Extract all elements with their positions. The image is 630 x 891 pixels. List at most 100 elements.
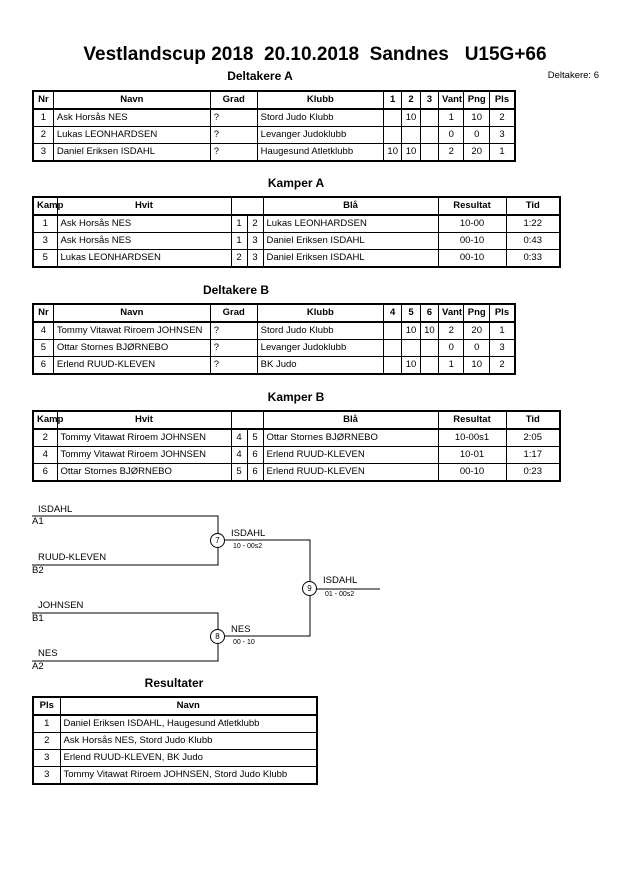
cell-nr: 6 — [32, 356, 54, 375]
table-row: 4 Tommy Vitawat Riroem JOHNSEN 4 6 Erlen… — [32, 446, 561, 464]
col-opp-4: 4 — [383, 303, 403, 323]
table-row: 2 Lukas LEONHARDSEN ? Levanger Judoklubb… — [32, 126, 516, 144]
participant-count: Deltakere: 6 — [547, 70, 599, 81]
deltakere-b-heading: Deltakere B — [202, 283, 270, 297]
bracket-match-score: 01 - 00s2 — [325, 591, 355, 598]
col-hvit: Hvit — [56, 196, 232, 216]
col-pls: Pls — [488, 303, 516, 323]
match-number-node: 8 — [210, 629, 225, 644]
cell-pls: 1 — [32, 714, 61, 733]
cell-score: 10 — [401, 143, 421, 162]
cell-tid: 0:33 — [505, 249, 561, 268]
col-opp-1: 1 — [383, 90, 403, 110]
bracket-entrant-seed: B2 — [32, 565, 44, 576]
cell-pls: 3 — [488, 126, 516, 144]
col-opp-2: 2 — [401, 90, 421, 110]
cell-hvit: Ask Horsås NES — [56, 232, 232, 250]
table-header-row: Nr Navn Grad Klubb 4 5 6 Vant Png Pls — [32, 303, 516, 323]
table-row: 1 Ask Horsås NES ? Stord Judo Klubb 10 1… — [32, 108, 516, 127]
col-klubb: Klubb — [256, 90, 385, 110]
cell-navn: Tommy Vitawat Riroem JOHNSEN, Stord Judo… — [59, 766, 318, 785]
cell-bla: Erlend RUUD-KLEVEN — [262, 463, 439, 482]
cell-nr: 2 — [32, 126, 54, 144]
kamper-a-heading: Kamper A — [267, 176, 325, 190]
cell-tid: 2:05 — [505, 428, 561, 447]
col-resultat: Resultat — [437, 196, 507, 216]
cell-navn: Ask Horsås NES, Stord Judo Klubb — [59, 732, 318, 750]
cell-tid: 1:17 — [505, 446, 561, 464]
cell-pls: 1 — [488, 143, 516, 162]
cell-score: 10 — [401, 356, 421, 375]
deltakere-a-table: Nr Navn Grad Klubb 1 2 3 Vant Png Pls 1 … — [32, 90, 516, 162]
deltakere-b-table: Nr Navn Grad Klubb 4 5 6 Vant Png Pls 4 … — [32, 303, 516, 375]
col-pls: Pls — [488, 90, 516, 110]
table-row: 3 Erlend RUUD-KLEVEN, BK Judo — [32, 749, 318, 767]
cell-nr: 3 — [32, 143, 54, 162]
cell-resultat: 00-10 — [437, 232, 507, 250]
cell-score: 10 — [401, 108, 421, 127]
col-navn: Navn — [52, 90, 211, 110]
table-header-row: Kamp Hvit Blå Resultat Tid — [32, 410, 561, 430]
kamper-b-heading: Kamper B — [267, 390, 325, 404]
match-number-node: 9 — [302, 581, 317, 596]
kamper-a-table: Kamp Hvit Blå Resultat Tid 1 Ask Horsås … — [32, 196, 561, 268]
cell-kamp: 3 — [32, 232, 58, 250]
col-hvit-nr — [230, 410, 247, 430]
cell-navn: Lukas LEONHARDSEN — [52, 126, 211, 144]
cell-navn: Daniel Eriksen ISDAHL — [52, 143, 211, 162]
cell-tid: 0:43 — [505, 232, 561, 250]
cell-hvit: Lukas LEONHARDSEN — [56, 249, 232, 268]
cell-grad: ? — [209, 339, 258, 357]
cell-tid: 0:23 — [505, 463, 561, 482]
resultater-heading: Resultater — [144, 676, 204, 690]
table-row: 1 Daniel Eriksen ISDAHL, Haugesund Atlet… — [32, 714, 318, 733]
col-opp-6: 6 — [419, 303, 440, 323]
table-row: 2 Tommy Vitawat Riroem JOHNSEN 4 5 Ottar… — [32, 428, 561, 447]
cell-resultat: 00-10 — [437, 249, 507, 268]
cell-pls: 2 — [488, 356, 516, 375]
col-klubb: Klubb — [256, 303, 385, 323]
col-pls: Pls — [32, 696, 61, 716]
bracket-entrant-name: ISDAHL — [38, 504, 73, 515]
bracket-match-winner: ISDAHL — [231, 528, 266, 539]
cell-navn: Erlend RUUD-KLEVEN, BK Judo — [59, 749, 318, 767]
cell-klubb: Haugesund Atletklubb — [256, 143, 385, 162]
col-grad: Grad — [209, 303, 258, 323]
col-tid: Tid — [505, 410, 561, 430]
match-number-node: 7 — [210, 533, 225, 548]
bracket-entrant-seed: A2 — [32, 661, 44, 672]
deltakere-a-heading: Deltakere A — [227, 69, 293, 83]
col-opp-5: 5 — [401, 303, 421, 323]
col-navn: Navn — [52, 303, 211, 323]
table-header-row: Pls Navn — [32, 696, 318, 716]
cell-pls: 3 — [488, 339, 516, 357]
bracket-entrant-name: RUUD-KLEVEN — [38, 552, 107, 563]
bracket-entrant-seed: A1 — [32, 516, 44, 527]
cell-png: 20 — [463, 143, 490, 162]
cell-navn: Ottar Stornes BJØRNEBO — [52, 339, 211, 357]
cell-bla: Erlend RUUD-KLEVEN — [262, 446, 439, 464]
cell-resultat: 10-01 — [437, 446, 507, 464]
table-row: 6 Erlend RUUD-KLEVEN ? BK Judo 10 1 10 2 — [32, 356, 516, 375]
cell-score — [383, 126, 403, 144]
bracket-entrant-name: JOHNSEN — [38, 600, 84, 611]
table-row: 5 Lukas LEONHARDSEN 2 3 Daniel Eriksen I… — [32, 249, 561, 268]
cell-pls: 3 — [32, 766, 61, 785]
cell-nr: 4 — [32, 321, 54, 340]
table-row: 3 Ask Horsås NES 1 3 Daniel Eriksen ISDA… — [32, 232, 561, 250]
cell-navn: Erlend RUUD-KLEVEN — [52, 356, 211, 375]
cell-pls: 3 — [32, 749, 61, 767]
table-row: 3 Daniel Eriksen ISDAHL ? Haugesund Atle… — [32, 143, 516, 162]
cell-png: 0 — [463, 339, 490, 357]
cell-hvit-nr: 5 — [230, 463, 248, 482]
col-kamp: Kamp — [32, 196, 63, 216]
bracket-entrant-name: NES — [38, 648, 58, 659]
col-navn: Navn — [59, 696, 318, 716]
col-tid: Tid — [505, 196, 561, 216]
table-row: 3 Tommy Vitawat Riroem JOHNSEN, Stord Ju… — [32, 766, 318, 785]
bracket-match-score: 00 - 10 — [233, 639, 255, 646]
col-hvit-nr — [230, 196, 247, 216]
bracket-match-winner: NES — [231, 624, 251, 635]
bracket-entrant-seed: B1 — [32, 613, 44, 624]
cell-png: 0 — [463, 126, 490, 144]
